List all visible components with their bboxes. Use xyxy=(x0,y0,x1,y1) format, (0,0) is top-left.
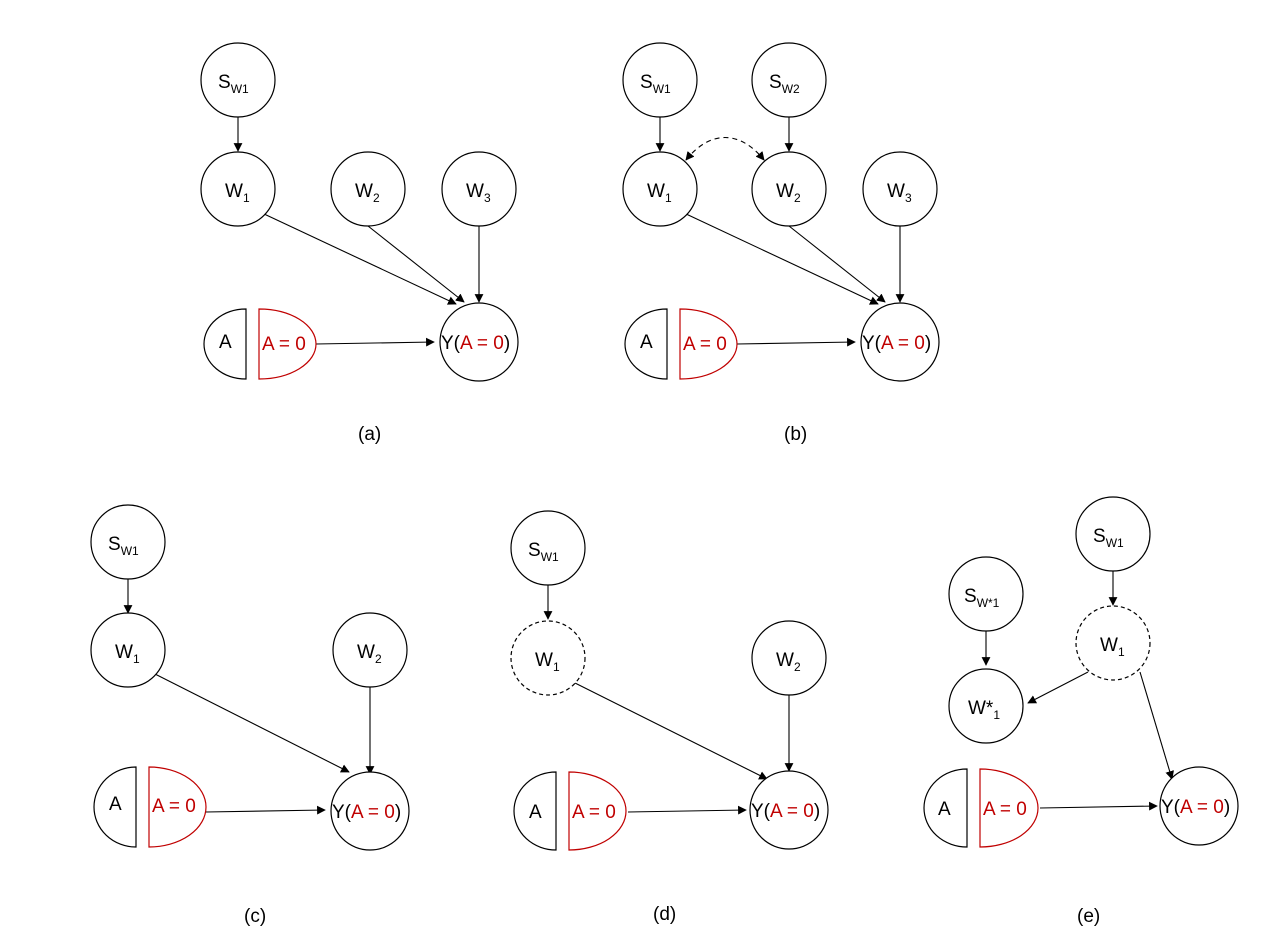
node-intervention-label: A = 0 xyxy=(262,334,306,355)
node-intervention xyxy=(258,308,317,380)
node-w3 xyxy=(441,151,517,227)
node-y-label: Y(A = 0) xyxy=(862,333,931,354)
edge-w1-y xyxy=(1139,671,1174,780)
node-s-w1 xyxy=(510,510,586,586)
caption-d: (d) xyxy=(653,904,676,925)
node-w2-label: W2 xyxy=(776,181,801,205)
node-w1-label: W1 xyxy=(225,181,250,205)
node-intervention-label: A = 0 xyxy=(152,796,196,817)
node-a xyxy=(93,766,137,848)
node-s-w1 xyxy=(200,42,276,118)
node-w3-label: W3 xyxy=(466,181,491,205)
node-w3 xyxy=(862,151,938,227)
node-w2 xyxy=(751,620,827,696)
edge-w1-y xyxy=(154,673,350,773)
node-w1-label: W1 xyxy=(535,650,560,674)
caption-a: (a) xyxy=(358,424,381,445)
panel-b: SW1 SW2 W1 W2 W3 A A = 0 Y(A = 0) (b) xyxy=(622,42,940,445)
node-a-label: A xyxy=(640,332,653,353)
node-s-w1 xyxy=(622,42,698,118)
node-intervention-label: A = 0 xyxy=(572,802,616,823)
caption-c: (c) xyxy=(244,906,266,927)
node-w2-label: W2 xyxy=(355,181,380,205)
panel-a: SW1 W1 W2 W3 A A = 0 Y(A = 0) (a) xyxy=(200,42,519,445)
node-y-label: Y(A = 0) xyxy=(441,333,510,354)
node-y-label: Y(A = 0) xyxy=(1161,797,1230,818)
panel-d: SW1 W1 W2 A A = 0 Y(A = 0) (d) xyxy=(510,510,829,925)
node-y xyxy=(860,302,940,382)
node-intervention xyxy=(148,766,207,848)
node-w2 xyxy=(332,612,408,688)
node-s-w1 xyxy=(90,504,166,580)
node-w1 xyxy=(200,151,276,227)
node-w3-label: W3 xyxy=(887,181,912,205)
node-y-label: Y(A = 0) xyxy=(751,801,820,822)
node-a xyxy=(624,308,668,380)
node-s-w1-label: SW1 xyxy=(218,72,249,96)
node-s-w1-label: SW1 xyxy=(1093,526,1124,550)
node-intervention xyxy=(568,771,627,851)
panel-e: SW1 SW*1 W1 W*1 A A = 0 Y(A = 0) (e) xyxy=(923,496,1239,927)
panel-c: SW1 W1 W2 A A = 0 Y(A = 0) (c) xyxy=(90,504,410,927)
edge-w1-y xyxy=(572,681,768,780)
edge-w1-y xyxy=(683,212,879,305)
edge-a-y xyxy=(736,337,856,347)
node-a-label: A xyxy=(219,332,232,353)
node-y xyxy=(439,302,519,382)
edge-w2-y xyxy=(788,225,886,303)
edge-w1-w2-bidirected xyxy=(685,137,765,161)
caption-b: (b) xyxy=(784,424,807,445)
node-wstar1-label: W*1 xyxy=(968,698,1000,722)
edge-w2-y xyxy=(367,225,465,303)
node-s-w1-label: SW1 xyxy=(528,540,559,564)
node-w1-label: W1 xyxy=(1100,635,1125,659)
node-intervention-label: A = 0 xyxy=(683,334,727,355)
node-w2 xyxy=(751,151,827,227)
node-a xyxy=(513,771,557,851)
edge-w1-y xyxy=(261,212,457,305)
edge-a-y xyxy=(1039,801,1158,811)
node-s-w2-label: SW2 xyxy=(769,72,800,96)
node-y-label: Y(A = 0) xyxy=(332,802,401,823)
edge-a-y xyxy=(205,805,326,815)
node-a xyxy=(923,768,968,848)
node-w1 xyxy=(622,151,698,227)
node-w2 xyxy=(330,151,406,227)
node-s-w1-label: SW1 xyxy=(640,72,671,96)
node-w1-latent xyxy=(1075,605,1151,681)
node-a-label: A xyxy=(109,794,122,815)
node-intervention xyxy=(979,768,1039,848)
node-wstar1 xyxy=(948,668,1024,744)
edge-a-y xyxy=(315,337,435,347)
node-w2-label: W2 xyxy=(776,650,801,674)
node-s-w1 xyxy=(1075,496,1151,572)
node-a-label: A xyxy=(529,802,542,823)
node-s-wstar1-label: SW*1 xyxy=(964,586,1000,610)
edge-w1-wstar1 xyxy=(1027,671,1089,704)
node-w1 xyxy=(90,612,166,688)
caption-e: (e) xyxy=(1077,906,1100,927)
node-y xyxy=(1159,766,1239,846)
node-s-w1-label: SW1 xyxy=(108,534,139,558)
node-w2-label: W2 xyxy=(357,642,382,666)
node-w1-latent xyxy=(510,620,586,696)
node-s-wstar1 xyxy=(948,556,1024,632)
node-a-label: A xyxy=(938,799,951,820)
node-intervention xyxy=(679,308,738,380)
edge-a-y xyxy=(627,805,747,815)
node-s-w2 xyxy=(751,42,827,118)
node-w1-label: W1 xyxy=(115,642,140,666)
node-a xyxy=(203,308,247,380)
node-w1-label: W1 xyxy=(647,181,672,205)
node-y xyxy=(330,771,410,851)
node-y xyxy=(749,770,829,850)
node-intervention-label: A = 0 xyxy=(983,799,1027,820)
